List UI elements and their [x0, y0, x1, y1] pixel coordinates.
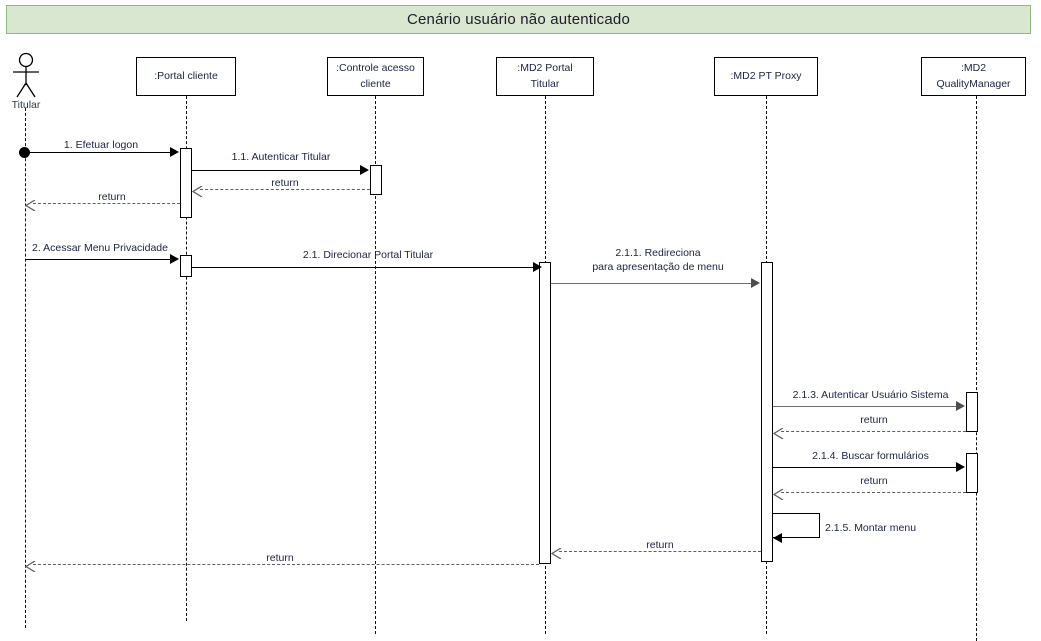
message-line-return-autenticar-usuario[interactable] [781, 431, 966, 432]
message-label-redireciona: 2.1.1. Redireciona para apresentação de … [576, 246, 740, 274]
lifeline-portal-cliente [186, 96, 187, 621]
arrow-montar-menu [773, 533, 782, 543]
message-label-autenticar-titular: 1.1. Autenticar Titular [231, 151, 331, 163]
message-line-return-autenticar[interactable] [200, 189, 370, 190]
lifeline-controle-acesso-cliente [375, 96, 376, 634]
arrow-return-proxy [550, 546, 562, 560]
arrow-efetuar-logon [170, 147, 179, 157]
diagram-title-banner: Cenário usuário não autenticado [6, 5, 1031, 34]
lifeline-head-md2-qualitymanager-line2: QualityManager [936, 77, 1011, 90]
message-line-autenticar-titular[interactable] [192, 170, 364, 171]
activation-md2-pt-proxy [761, 262, 773, 562]
lifeline-head-md2-qualitymanager[interactable]: :MD2 QualityManager [921, 57, 1026, 96]
message-line-return-proxy[interactable] [559, 551, 761, 552]
message-label-redireciona-line2: para apresentação de menu [592, 261, 724, 274]
message-line-redireciona[interactable] [551, 283, 755, 284]
message-label-return-autenticar: return [271, 177, 299, 189]
arrow-return-autenticar [191, 184, 203, 198]
arrow-acessar-menu [170, 254, 179, 264]
lifeline-head-controle-acesso-cliente-line2: cliente [360, 77, 391, 90]
message-line-return-logon[interactable] [33, 203, 180, 204]
message-self-montar-menu[interactable] [773, 513, 820, 538]
lifeline-head-md2-pt-proxy-line1: :MD2 PT Proxy [730, 69, 802, 82]
message-label-montar-menu: 2.1.5. Montar menu [825, 522, 917, 534]
arrow-redireciona [751, 278, 760, 288]
activation-controle-acesso-autenticar [370, 165, 382, 195]
message-label-return-autenticar-usuario: return [860, 414, 888, 426]
arrow-autenticar-usuario [956, 401, 965, 411]
message-line-acessar-menu[interactable] [25, 259, 172, 260]
message-line-return-final[interactable] [33, 564, 539, 565]
message-start-dot [19, 147, 30, 158]
message-label-autenticar-usuario: 2.1.3. Autenticar Usuário Sistema [792, 389, 949, 401]
message-label-return-proxy: return [646, 539, 674, 551]
message-line-efetuar-logon[interactable] [25, 152, 172, 153]
message-label-direcionar-portal: 2.1. Direcionar Portal Titular [302, 249, 434, 261]
message-line-direcionar-portal[interactable] [192, 267, 537, 268]
message-label-return-buscar-formularios: return [860, 475, 888, 487]
arrow-autenticar-titular [360, 165, 369, 175]
message-label-buscar-formularios: 2.1.4. Buscar formulários [812, 450, 929, 462]
activation-portal-cliente-logon [180, 148, 192, 218]
actor-titular[interactable] [8, 52, 44, 100]
lifeline-head-md2-portal-titular-line1: :MD2 Portal [517, 62, 573, 75]
message-label-acessar-menu: 2. Acessar Menu Privacidade [32, 242, 168, 254]
lifeline-head-controle-acesso-cliente-line1: :Controle acesso [336, 62, 415, 75]
message-line-return-buscar-formularios[interactable] [781, 492, 966, 493]
activation-md2-qualitymanager-autenticar [966, 392, 978, 432]
lifeline-md2-qualitymanager [976, 96, 977, 641]
activation-md2-portal-titular [539, 262, 551, 564]
arrow-return-logon [24, 198, 36, 212]
message-label-return-logon: return [98, 191, 126, 203]
lifeline-head-md2-portal-titular-line2: Titular [530, 77, 560, 90]
lifeline-head-md2-portal-titular[interactable]: :MD2 Portal Titular [496, 57, 594, 96]
arrow-buscar-formularios [956, 462, 965, 472]
message-label-efetuar-logon: 1. Efetuar logon [63, 139, 139, 151]
actor-stick-figure-icon [13, 52, 39, 98]
actor-titular-label: Titular [11, 99, 41, 111]
lifeline-head-portal-cliente[interactable]: :Portal cliente [136, 57, 236, 96]
arrow-return-final [24, 559, 36, 573]
lifeline-titular [25, 108, 26, 628]
arrow-return-buscar-formularios [772, 487, 784, 501]
page-title: Cenário usuário não autenticado [406, 11, 631, 28]
message-line-buscar-formularios[interactable] [773, 467, 960, 468]
lifeline-head-md2-pt-proxy[interactable]: :MD2 PT Proxy [714, 57, 818, 96]
arrow-return-autenticar-usuario [772, 426, 784, 440]
activation-md2-qualitymanager-buscar [966, 453, 978, 493]
arrow-direcionar-portal [533, 262, 542, 272]
lifeline-head-md2-qualitymanager-line1: :MD2 [960, 62, 987, 75]
message-label-redireciona-line1: 2.1.1. Redireciona [615, 247, 701, 259]
activation-portal-cliente-menu [180, 255, 192, 277]
lifeline-head-portal-cliente-line1: :Portal cliente [154, 69, 218, 82]
message-label-return-final: return [266, 552, 294, 564]
message-line-autenticar-usuario[interactable] [773, 406, 960, 407]
lifeline-head-controle-acesso-cliente[interactable]: :Controle acesso cliente [327, 57, 424, 96]
